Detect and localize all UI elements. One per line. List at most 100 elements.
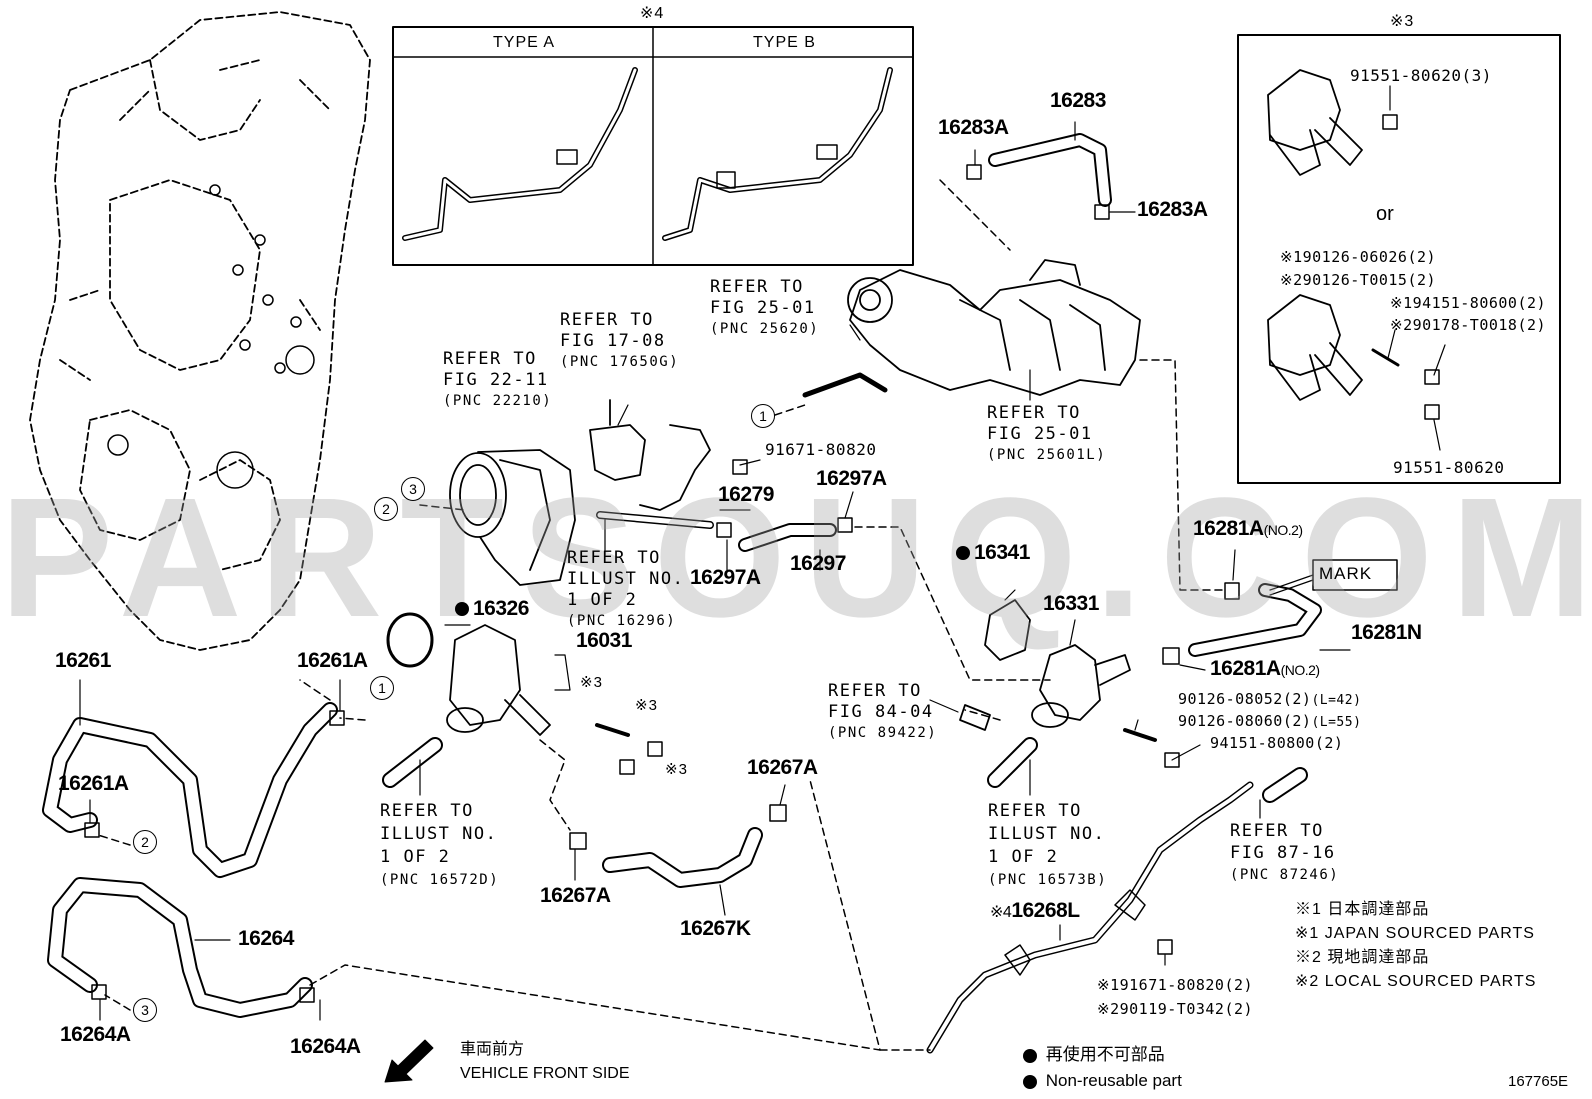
refer-line: REFER TO xyxy=(567,548,661,568)
part-label-16297a[interactable]: 16297A xyxy=(816,467,887,490)
refer-line: (PNC 16573B) xyxy=(988,872,1108,888)
part-label-16341[interactable]: 16341 xyxy=(956,542,1030,563)
bolt-mark-3: ※3 xyxy=(580,674,603,691)
refer-line: REFER TO xyxy=(828,681,922,701)
refer-line: (PNC 25601L) xyxy=(987,447,1107,463)
part-label-16283a[interactable]: 16283A xyxy=(938,116,1009,139)
part-label-16267k[interactable]: 16267K xyxy=(680,917,751,940)
refer-line: ILLUST NO. xyxy=(380,824,498,844)
refer-fig-22-11[interactable]: REFER TO FIG 22-11 (PNC 22210) xyxy=(443,349,552,412)
clamp-16267a-2 xyxy=(769,804,787,822)
refer-fig-25-01-pnc-25620[interactable]: REFER TO FIG 25-01 (PNC 25620) xyxy=(710,277,819,340)
vsv-17650g xyxy=(589,399,646,481)
part-label-16264a[interactable]: 16264A xyxy=(60,1023,131,1046)
or-label: or xyxy=(1376,203,1394,225)
part-number: 16281A xyxy=(1210,657,1281,680)
refer-illust-16296[interactable]: REFER TO ILLUST NO. 1 OF 2 (PNC 16296) xyxy=(567,548,684,632)
refer-line: 1 OF 2 xyxy=(567,590,638,610)
part-label-91551-80620[interactable]: 91551-80620 xyxy=(1393,458,1505,477)
water-inlet-16031 xyxy=(446,624,551,736)
legend-line: ※2 LOCAL SOURCED PARTS xyxy=(1295,973,1537,990)
refer-line: FIG 25-01 xyxy=(710,298,816,318)
refer-line: REFER TO xyxy=(988,801,1082,821)
non-reusable-dot-icon xyxy=(956,546,970,561)
vehicle-front-legend: 車両前方 VEHICLE FRONT SIDE xyxy=(460,1038,630,1086)
part-label-16261[interactable]: 16261 xyxy=(55,649,111,672)
part-label-90126-06026[interactable]: ※190126-06026(2) xyxy=(1280,248,1437,266)
part-label-16264[interactable]: 16264 xyxy=(238,927,294,950)
circle-ref-3: 3 xyxy=(401,477,425,501)
part-number: 90126-08052(2) xyxy=(1178,690,1312,708)
part-label-16281a-no2[interactable]: 16281A(NO.2) xyxy=(1193,518,1303,539)
part-label-16281n[interactable]: 16281N xyxy=(1351,621,1422,644)
part-label-94151-80800[interactable]: 94151-80800(2) xyxy=(1210,734,1344,752)
part-suffix: (NO.2) xyxy=(1263,522,1304,538)
bolt-91671-80820-2 xyxy=(1157,939,1173,955)
refer-line: REFER TO xyxy=(710,277,804,297)
legend-en: Non-reusable part xyxy=(1045,1071,1182,1090)
part-number: 16326 xyxy=(473,597,529,620)
refer-illust-16573b[interactable]: REFER TO ILLUST NO. 1 OF 2 (PNC 16573B) xyxy=(988,800,1107,892)
refer-fig-87-16[interactable]: REFER TO FIG 87-16 (PNC 87246) xyxy=(1230,820,1339,886)
nut-94151-80800 xyxy=(1164,752,1180,768)
option-box-mark: ※3 xyxy=(1390,13,1415,30)
clamp-16281a-top xyxy=(1224,582,1240,600)
refer-line: (PNC 25620) xyxy=(710,321,820,337)
part-suffix: (NO.2) xyxy=(1280,662,1321,678)
part-label-16283[interactable]: 16283 xyxy=(1050,89,1106,112)
bolt-mark-3: ※3 xyxy=(635,697,658,714)
water-outlet-a xyxy=(1267,69,1341,151)
legend-line: ※1 JAPAN SOURCED PARTS xyxy=(1295,925,1535,942)
part-label-16331[interactable]: 16331 xyxy=(1043,592,1099,615)
part-label-90126-08060[interactable]: 90126-08060(2)(L=55) xyxy=(1178,714,1361,730)
refer-line: (PNC 16296) xyxy=(567,613,677,629)
type-a-label: TYPE A xyxy=(493,34,556,51)
part-label-91671-80820[interactable]: ※191671-80820(2) xyxy=(1097,976,1254,994)
part-label-16267a[interactable]: 16267A xyxy=(747,756,818,779)
sourcing-legend: ※1 日本調達部品 ※1 JAPAN SOURCED PARTS ※2 現地調達… xyxy=(1295,898,1536,994)
refer-line: REFER TO xyxy=(443,349,537,369)
refer-line: 1 OF 2 xyxy=(988,847,1059,867)
diagram-id: 167765E xyxy=(1508,1073,1569,1090)
part-label-91671-80820[interactable]: 91671-80820 xyxy=(765,440,877,459)
part-label-90126-t0015[interactable]: ※290126-T0015(2) xyxy=(1280,271,1437,289)
part-label-16297a[interactable]: 16297A xyxy=(690,566,761,589)
part-label-16261a[interactable]: 16261A xyxy=(297,649,368,672)
clamp-16261a-2 xyxy=(84,822,100,838)
part-label-16031[interactable]: 16031 xyxy=(576,629,632,652)
refer-fig-17-08[interactable]: REFER TO FIG 17-08 (PNC 17650G) xyxy=(560,310,679,373)
part-label-91551-80620[interactable]: 91551-80620(3) xyxy=(1350,66,1492,85)
part-label-16279[interactable]: 16279 xyxy=(718,483,774,506)
refer-line: ILLUST NO. xyxy=(567,569,685,589)
part-label-90178-t0018[interactable]: ※290178-T0018(2) xyxy=(1390,316,1547,334)
timing-cover-bolts xyxy=(107,184,315,489)
part-label-16267a[interactable]: 16267A xyxy=(540,884,611,907)
part-label-90119-t0342[interactable]: ※290119-T0342(2) xyxy=(1097,1000,1254,1018)
part-mark: ※4 xyxy=(990,904,1012,921)
part-label-94151-80600[interactable]: ※194151-80600(2) xyxy=(1390,294,1547,312)
part-label-16326[interactable]: 16326 xyxy=(455,598,529,619)
dashed-leaders xyxy=(97,179,1226,1051)
vehicle-front-arrow xyxy=(384,1039,434,1083)
refer-line: FIG 25-01 xyxy=(987,424,1093,444)
refer-illust-16572d[interactable]: REFER TO ILLUST NO. 1 OF 2 (PNC 16572D) xyxy=(380,800,499,892)
clamp-16281a-bot xyxy=(1162,647,1180,665)
refer-line: (PNC 17650G) xyxy=(560,354,680,370)
non-reusable-dot-icon xyxy=(1023,1048,1037,1063)
refer-fig-84-04[interactable]: REFER TO FIG 84-04 (PNC 89422) xyxy=(828,681,937,744)
refer-line: FIG 22-11 xyxy=(443,370,549,390)
part-label-16281a-no2[interactable]: 16281A(NO.2) xyxy=(1210,658,1320,679)
refer-line: FIG 84-04 xyxy=(828,702,934,722)
refer-fig-25-01-pnc-25601l[interactable]: REFER TO FIG 25-01 (PNC 25601L) xyxy=(987,403,1106,466)
egr-assembly xyxy=(802,259,1141,398)
part-label-16264a[interactable]: 16264A xyxy=(290,1035,361,1058)
non-reusable-legend: 再使用不可部品 Non-reusable part xyxy=(1023,1042,1182,1094)
front-jp: 車両前方 xyxy=(460,1041,525,1058)
part-label-90126-08052[interactable]: 90126-08052(2)(L=42) xyxy=(1178,690,1361,708)
part-label-16297[interactable]: 16297 xyxy=(790,552,846,575)
clamp-16264a-1 xyxy=(91,984,107,1000)
part-label-16283a[interactable]: 16283A xyxy=(1137,198,1208,221)
part-label-16268l[interactable]: ※416268L xyxy=(990,900,1080,921)
clamp-16264a-2 xyxy=(299,987,315,1003)
part-label-16261a[interactable]: 16261A xyxy=(58,772,129,795)
